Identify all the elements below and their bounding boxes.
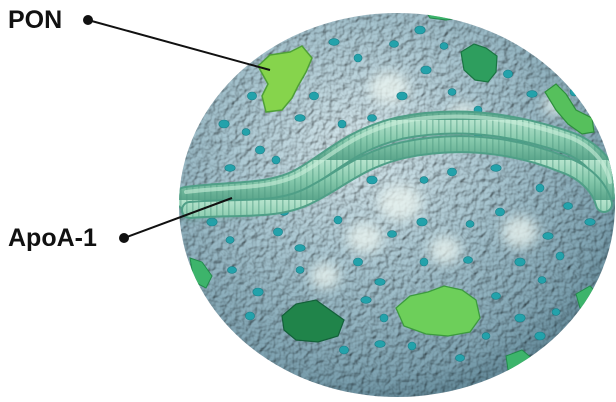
teal-dot bbox=[242, 129, 250, 136]
pon-patch-rim-top bbox=[425, 6, 460, 20]
teal-dot bbox=[448, 89, 456, 96]
teal-dot bbox=[466, 221, 474, 228]
apoa1-label: ApoA-1 bbox=[8, 226, 97, 251]
teal-dot bbox=[415, 26, 425, 34]
teal-dot bbox=[515, 258, 525, 266]
teal-dot bbox=[329, 39, 339, 46]
teal-dot bbox=[309, 92, 318, 100]
teal-dot bbox=[253, 288, 263, 296]
teal-dot bbox=[455, 355, 464, 362]
teal-dot bbox=[503, 70, 512, 78]
teal-dot bbox=[495, 208, 504, 216]
pon-leader-line bbox=[88, 20, 270, 70]
teal-dot bbox=[226, 237, 234, 244]
teal-dot bbox=[585, 219, 595, 226]
teal-dot bbox=[515, 314, 525, 322]
teal-dot bbox=[295, 115, 305, 122]
teal-dot bbox=[273, 228, 282, 236]
teal-dot bbox=[375, 341, 385, 348]
teal-dot bbox=[447, 168, 456, 176]
teal-dot bbox=[255, 146, 264, 154]
teal-dot bbox=[421, 66, 431, 74]
teal-dot bbox=[227, 267, 236, 274]
teal-dot bbox=[538, 277, 546, 284]
teal-dot bbox=[219, 120, 229, 128]
teal-dot bbox=[527, 91, 537, 98]
teal-dot bbox=[296, 267, 304, 274]
teal-dot bbox=[228, 69, 236, 76]
teal-dot bbox=[552, 309, 560, 316]
teal-dot bbox=[420, 177, 428, 184]
teal-dot bbox=[295, 245, 305, 252]
teal-dot bbox=[556, 252, 564, 260]
teal-dot bbox=[570, 88, 578, 96]
teal-dot bbox=[375, 279, 385, 286]
pon-label: PON bbox=[8, 8, 62, 33]
teal-dot bbox=[397, 92, 407, 100]
teal-dot bbox=[225, 165, 235, 172]
teal-dot bbox=[367, 115, 376, 122]
teal-dot bbox=[389, 41, 398, 48]
teal-dot bbox=[338, 120, 346, 128]
teal-dot bbox=[207, 218, 217, 226]
teal-dot bbox=[482, 333, 490, 340]
teal-dot bbox=[353, 258, 362, 266]
teal-dot bbox=[245, 312, 254, 320]
teal-dot bbox=[408, 342, 416, 350]
teal-dot bbox=[361, 297, 371, 304]
teal-dot bbox=[535, 332, 545, 340]
apoa1-leader-dot bbox=[120, 234, 128, 242]
teal-dot bbox=[440, 43, 448, 50]
teal-dot bbox=[367, 176, 377, 184]
teal-dot bbox=[247, 92, 256, 100]
pon-leader-dot bbox=[84, 16, 92, 24]
teal-dot bbox=[420, 258, 428, 266]
teal-dot bbox=[334, 216, 342, 224]
teal-dot bbox=[463, 257, 472, 264]
teal-dot bbox=[563, 203, 572, 210]
teal-dot bbox=[536, 184, 544, 192]
teal-dot bbox=[387, 231, 396, 238]
teal-dot bbox=[417, 218, 427, 226]
teal-dot bbox=[491, 165, 501, 172]
teal-dot bbox=[543, 233, 553, 240]
teal-dot bbox=[272, 156, 280, 164]
teal-dot bbox=[339, 346, 348, 354]
teal-dot bbox=[380, 314, 388, 322]
teal-dot bbox=[354, 54, 362, 62]
teal-dot bbox=[491, 293, 500, 300]
